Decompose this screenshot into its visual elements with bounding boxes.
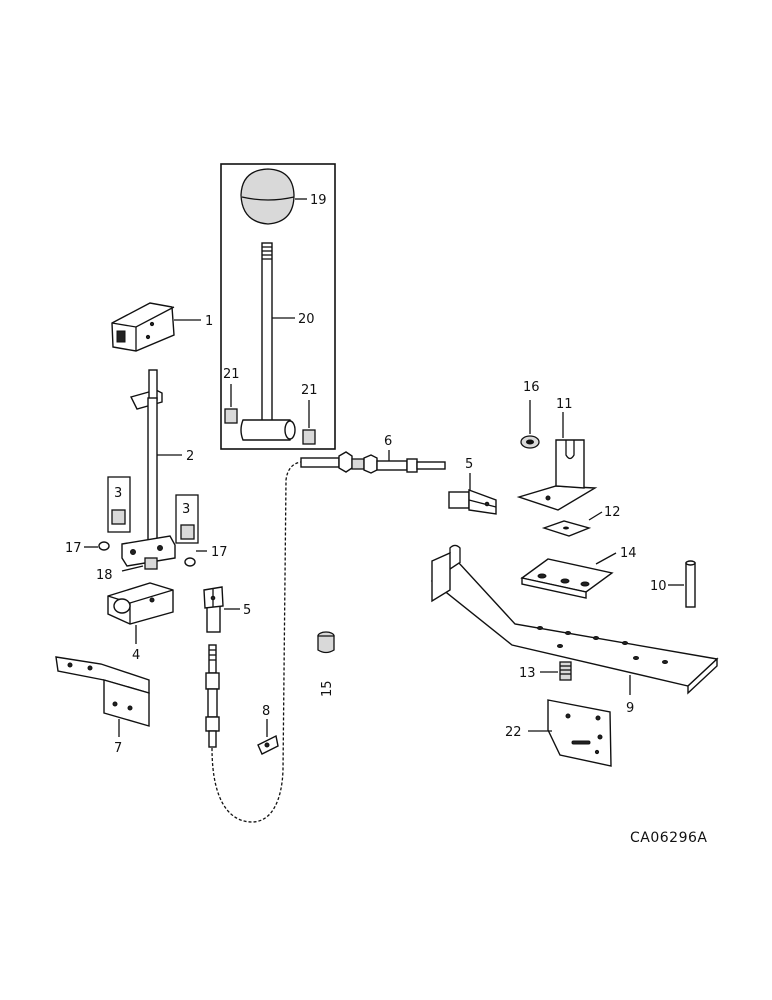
lever-group-frame	[220, 163, 336, 450]
washer-left-part	[98, 541, 110, 551]
callout-1: 1	[205, 314, 213, 329]
clip-part	[257, 734, 279, 755]
spring-part	[559, 661, 572, 681]
callout-12: 12	[604, 505, 621, 520]
callout-5-left: 5	[243, 603, 251, 618]
callout-8: 8	[262, 704, 270, 719]
callout-22: 22	[505, 725, 522, 740]
pivot-bracket-part	[107, 582, 174, 625]
lever-bracket-part	[121, 369, 176, 567]
plate-part	[541, 520, 592, 537]
callout-20: 20	[298, 312, 315, 327]
bushing-right-part	[302, 429, 316, 445]
bushing-cable-part	[317, 631, 335, 654]
callout-14: 14	[620, 546, 637, 561]
bushing-box-left	[107, 476, 131, 533]
bushing-left-part	[224, 408, 238, 424]
clevis-right-part	[448, 488, 497, 515]
spacer-bracket-part	[520, 558, 614, 599]
callout-21-right: 21	[301, 383, 318, 398]
callout-9: 9	[626, 701, 634, 716]
mounting-bracket-part	[55, 656, 150, 727]
callout-17-left: 17	[65, 541, 82, 556]
pin-part	[685, 560, 696, 608]
cable-assembly-part	[300, 451, 446, 474]
knob-part	[240, 168, 295, 225]
bushing-box-right	[175, 494, 199, 544]
main-bracket-part	[430, 544, 719, 695]
lever-rod-part	[240, 242, 296, 441]
drawing-code: CA06296A	[630, 830, 707, 846]
callout-21-left: 21	[223, 367, 240, 382]
bushing-right-lever-part	[180, 524, 195, 540]
nut-part	[144, 557, 158, 570]
callout-6: 6	[384, 434, 392, 449]
callout-10: 10	[650, 579, 667, 594]
callout-4: 4	[132, 648, 140, 663]
callout-2: 2	[186, 449, 194, 464]
callout-16: 16	[523, 380, 540, 395]
callout-17-right: 17	[211, 545, 228, 560]
callout-5-right: 5	[465, 457, 473, 472]
washer-right-part	[184, 557, 196, 567]
cable-end-part	[205, 644, 220, 748]
control-cable-line	[211, 461, 302, 823]
callout-11: 11	[556, 397, 573, 412]
callout-19: 19	[310, 193, 327, 208]
grommet-part	[520, 435, 540, 449]
callout-3-right: 3	[182, 502, 190, 517]
support-bracket-part	[516, 439, 598, 511]
clevis-left-part	[203, 586, 224, 633]
mounting-plate-part	[547, 699, 612, 767]
callout-18: 18	[96, 568, 113, 583]
bushing-left-lever-part	[111, 509, 126, 525]
callout-3-left: 3	[114, 486, 122, 501]
callout-15: 15	[320, 680, 335, 697]
callout-7: 7	[114, 741, 122, 756]
cover-part	[111, 302, 175, 352]
callout-13: 13	[519, 666, 536, 681]
